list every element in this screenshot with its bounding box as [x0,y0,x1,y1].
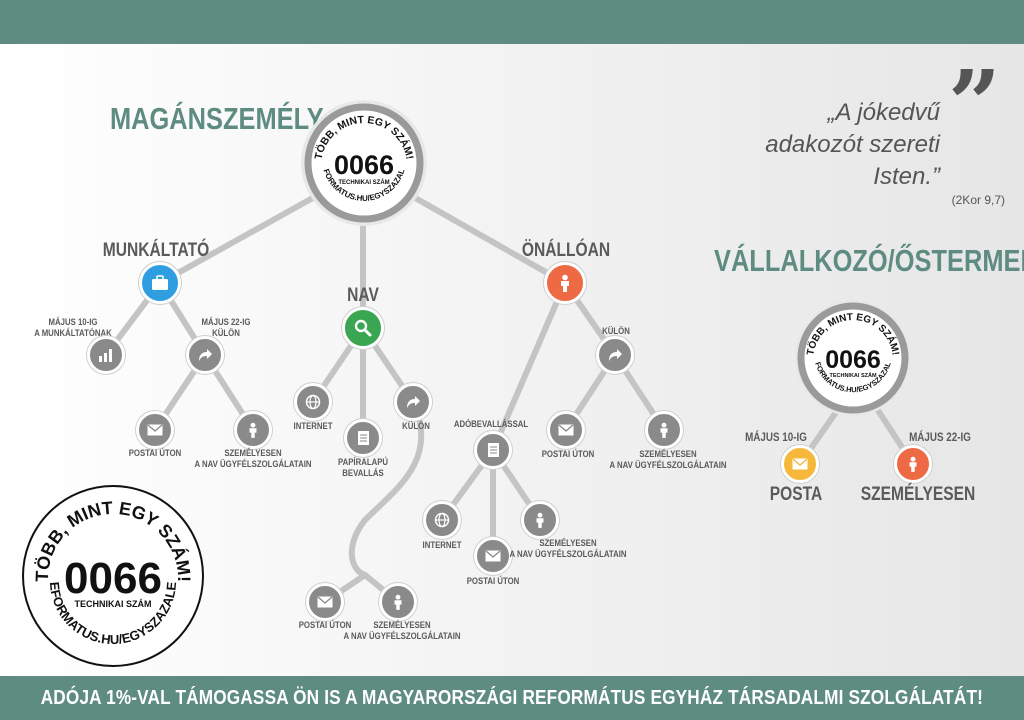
top-band [0,0,1024,44]
label-may22-separate: MÁJUS 22-IG KÜLÖN [202,317,251,339]
person-icon [645,411,683,449]
label-personal-self-return: SZEMÉLYESEN A NAV ÜGYFÉLSZOLGÁLATAIN [510,538,627,560]
label-postal-nav: POSTAI ÚTON [298,620,352,631]
seal-business-sub: TECHNIKAI SZÁM [829,372,876,379]
label-personal-line1: SZEMÉLYESEN [373,620,431,631]
label-may10-employer-line1: MÁJUS 10-IG [48,317,98,328]
label-biz-post: POSTA [769,484,823,505]
seal-business-number: 0066 [825,346,881,374]
label-separate-nav: KÜLÖN [402,421,430,432]
globe-icon [423,501,461,539]
label-postal-employer: POSTAI ÚTON [128,448,182,459]
share-arrow-icon [394,383,432,421]
label-postal-self-return: POSTAI ÚTON [466,576,520,587]
seal-large-number: 0066 [64,554,162,603]
label-personal-line2: A NAV ÜGYFÉLSZOLGÁLATAIN [343,631,461,642]
share-arrow-icon [186,336,224,374]
seal-main-number: 0066 [334,150,394,180]
seal-business: TÖBB, MINT EGY SZÁM! 0066 TECHNIKAI SZÁM… [793,298,911,416]
footer-text: ADÓJA 1%-VAL TÁMOGASSA ÖN IS A MAGYARORS… [40,686,984,709]
heading-private-person: MAGÁNSZEMÉLY [110,101,324,136]
label-personal-employer: SZEMÉLYESEN A NAV ÜGYFÉLSZOLGÁLATAIN [195,448,312,470]
seal-main: TÖBB, MINT EGY SZÁM! 0066 TECHNIKAI SZÁM… [299,98,427,226]
person-icon [379,583,417,621]
bar-chart-icon [87,336,125,374]
quote-reference: (2Kor 9,7) [951,193,1005,207]
label-paper-line1: PAPÍRALAPÚ [337,457,389,468]
envelope-icon [136,411,174,449]
seal-large-sub: TECHNIKAI SZÁM [75,599,152,609]
branch-self-label: ÖNÁLLÓAN [521,240,611,261]
envelope-icon [306,583,344,621]
label-biz-personal: SZEMÉLYESEN [860,484,976,505]
label-biz-may22: MÁJUS 22-IG [909,430,971,444]
envelope-icon [474,537,512,575]
globe-icon [294,383,332,421]
envelope-icon [547,411,585,449]
label-biz-may10: MÁJUS 10-IG [745,430,807,444]
label-tax-return: ADÓBEVALLÁSSAL [453,419,529,430]
person-icon [894,445,932,483]
document-icon [474,431,512,469]
quote-line-1: „A jókedvű [827,99,941,126]
label-personal-line1: SZEMÉLYESEN [224,448,282,459]
share-arrow-icon [596,336,634,374]
branch-nav-label: NAV [347,285,379,306]
label-internet-self: INTERNET [422,540,462,551]
label-paper-return: PAPÍRALAPÚ BEVALLÁS [338,457,388,479]
search-icon [342,307,384,349]
person-icon [234,411,272,449]
label-personal-nav: SZEMÉLYESEN A NAV ÜGYFÉLSZOLGÁLATAIN [344,620,461,642]
label-may22-line1: MÁJUS 22-IG [201,317,251,328]
footer-banner: ADÓJA 1%-VAL TÁMOGASSA ÖN IS A MAGYARORS… [0,676,1024,720]
quote-line-2: adakozót szereti [765,131,940,158]
label-personal-line1: SZEMÉLYESEN [639,449,697,460]
person-icon [544,262,586,304]
label-personal-line2: A NAV ÜGYFÉLSZOLGÁLATAIN [194,459,312,470]
label-may10-employer: MÁJUS 10-IG A MUNKÁLTATÓNAK [34,317,112,339]
person-icon [521,501,559,539]
quote-mark-icon: ” [948,50,1001,158]
envelope-icon [781,445,819,483]
label-may22-line2: KÜLÖN [212,328,240,339]
label-internet-nav: INTERNET [293,421,333,432]
label-postal-self: POSTAI ÚTON [541,449,595,460]
bible-quote: „A jókedvű adakozót szereti Isten.” [765,97,940,193]
label-personal-line2: A NAV ÜGYFÉLSZOLGÁLATAIN [609,460,727,471]
label-personal-self: SZEMÉLYESEN A NAV ÜGYFÉLSZOLGÁLATAIN [610,449,727,471]
label-paper-line2: BEVALLÁS [342,468,384,479]
label-personal-line2: A NAV ÜGYFÉLSZOLGÁLATAIN [509,549,627,560]
label-personal-line1: SZEMÉLYESEN [539,538,597,549]
label-separate-self: KÜLÖN [602,326,630,337]
briefcase-icon [139,262,181,304]
quote-line-3: Isten.” [873,163,940,190]
label-may10-employer-line2: A MUNKÁLTATÓNAK [34,328,112,339]
document-icon [344,419,382,457]
branch-employer-label: MUNKÁLTATÓ [102,240,210,261]
seal-main-sub: TECHNIKAI SZÁM [338,179,389,186]
heading-business: VÁLLALKOZÓ/ŐSTERMELŐ [714,243,1024,278]
seal-large: TÖBB, MINT EGY SZÁM! 0066 TECHNIKAI SZÁM… [20,483,204,667]
